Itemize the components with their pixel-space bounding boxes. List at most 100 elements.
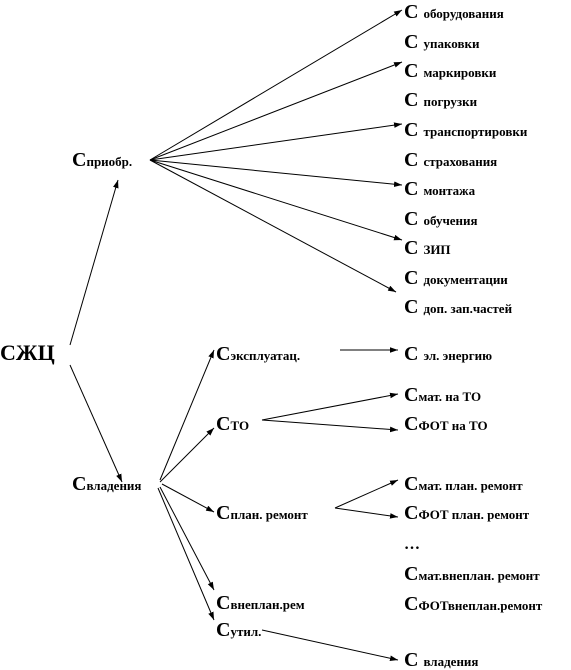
planned-repair-item-wages: СФОТ план. ремонт	[404, 502, 530, 524]
ownership-node-label: владения	[86, 478, 141, 493]
acquisition-node-label: приобр.	[86, 154, 132, 169]
maintenance-node: СТО	[216, 413, 249, 435]
acquisition-item-symbol: С	[404, 60, 418, 82]
final-node-symbol: С	[404, 649, 418, 670]
unplanned-item-wages: СФОТвнеплан.ремонт	[404, 593, 543, 615]
acquisition-item-symbol: С	[404, 1, 418, 23]
edges	[69, 9, 403, 662]
planned-repair-item-label: мат. план. ремонт	[418, 478, 523, 493]
acquisition-item-label: упаковки	[423, 36, 479, 51]
edge-ownership-operation	[159, 349, 215, 481]
disposal-node-symbol: С	[216, 619, 230, 641]
unplanned-item-label: ФОТвнеплан.ремонт	[418, 598, 542, 613]
planned-repair-item-symbol: С	[404, 502, 418, 524]
ellipsis: …	[404, 536, 420, 553]
operation-item-label: эл. энергию	[423, 348, 492, 363]
edge-acquisition-equipment	[149, 9, 403, 161]
acquisition-item-label: доп. зап.частей	[423, 301, 512, 316]
acquisition-item-label: ЗИП	[423, 242, 450, 257]
acquisition-item-symbol: С	[404, 208, 418, 230]
root-node: СЖЦ	[0, 340, 55, 365]
unplanned-repair-node: Свнеплан.рем	[216, 592, 305, 614]
acquisition-item-label: транспортировки	[423, 124, 527, 139]
operation-node-symbol: С	[216, 343, 230, 365]
disposal-node-label: утил.	[230, 624, 261, 639]
maintenance-node-symbol: С	[216, 413, 230, 435]
disposal-node: Сутил.	[216, 619, 261, 641]
edge-root-to-ownership	[69, 364, 123, 483]
maintenance-item-materials: Смат. на ТО	[404, 384, 481, 406]
operation-item-symbol: С	[404, 343, 418, 365]
ownership-node: Свладения	[72, 473, 141, 495]
edge-acquisition-marking	[149, 61, 403, 161]
edge-root-to-acquisition	[69, 179, 119, 346]
ownership-node-symbol: С	[72, 473, 86, 495]
final-node-label: владения	[423, 654, 478, 669]
acquisition-item-label: страхования	[423, 154, 497, 169]
unplanned-repair-node-symbol: С	[216, 592, 230, 614]
acquisition-item-spares: С ЗИП	[404, 237, 451, 259]
acquisition-item-symbol: С	[404, 149, 418, 171]
acquisition-item-symbol: С	[404, 296, 418, 318]
planned-repair-item-label: ФОТ план. ремонт	[418, 507, 529, 522]
acquisition-item-label: погрузки	[423, 94, 477, 109]
acquisition-item-symbol: С	[404, 237, 418, 259]
edge-acquisition-transport	[149, 122, 403, 161]
edge-acquisition-spares	[149, 159, 403, 241]
edge-planned-wages	[334, 507, 399, 519]
acquisition-node: Сприобр.	[72, 149, 132, 171]
operation-node-label: эксплуатац.	[230, 348, 300, 363]
maintenance-item-label: мат. на ТО	[418, 389, 481, 404]
unplanned-item-label: мат.внеплан. ремонт	[418, 568, 540, 583]
maintenance-node-label: ТО	[230, 418, 249, 433]
planned-repair-node-symbol: С	[216, 502, 230, 524]
maintenance-item-symbol: С	[404, 384, 418, 406]
acquisition-item-symbol: С	[404, 267, 418, 289]
operation-node: Сэксплуатац.	[216, 343, 300, 365]
maintenance-item-symbol: С	[404, 413, 418, 435]
edge-acquisition-installation	[149, 159, 403, 187]
maintenance-item-label: ФОТ на ТО	[418, 418, 487, 433]
edge-ownership-maintenance	[159, 427, 215, 483]
unplanned-repair-node-label: внеплан.рем	[230, 597, 304, 612]
edge-maintenance-wages	[261, 419, 399, 433]
edge-planned-materials	[334, 479, 399, 509]
unplanned-item-materials: Смат.внеплан. ремонт	[404, 563, 540, 585]
acquisition-item-label: документации	[423, 272, 508, 287]
edge-ownership-planned-repair	[161, 483, 215, 513]
planned-repair-node: Сплан. ремонт	[216, 502, 308, 524]
edge-maintenance-materials	[261, 392, 399, 421]
planned-repair-node-label: план. ремонт	[230, 507, 308, 522]
acquisition-item-label: монтажа	[423, 183, 475, 198]
planned-repair-item-symbol: С	[404, 473, 418, 495]
unplanned-item-symbol: С	[404, 593, 418, 615]
edge-ownership-unplanned-repair	[159, 486, 215, 591]
acquisition-item-symbol: С	[404, 178, 418, 200]
acquisition-item-symbol: С	[404, 31, 418, 53]
acquisition-node-symbol: С	[72, 149, 86, 171]
maintenance-item-wages: СФОТ на ТО	[404, 413, 488, 435]
acquisition-item-label: оборудования	[423, 6, 503, 21]
edge-acquisition-extra-parts	[149, 159, 397, 293]
edge-disposal-final	[261, 629, 399, 662]
acquisition-item-label: маркировки	[423, 65, 496, 80]
acquisition-item-symbol: С	[404, 89, 418, 111]
planned-repair-item-materials: Смат. план. ремонт	[404, 473, 523, 495]
edge-ownership-disposal	[157, 487, 215, 621]
unplanned-item-symbol: С	[404, 563, 418, 585]
acquisition-item-symbol: С	[404, 119, 418, 141]
acquisition-item-label: обучения	[423, 213, 477, 228]
